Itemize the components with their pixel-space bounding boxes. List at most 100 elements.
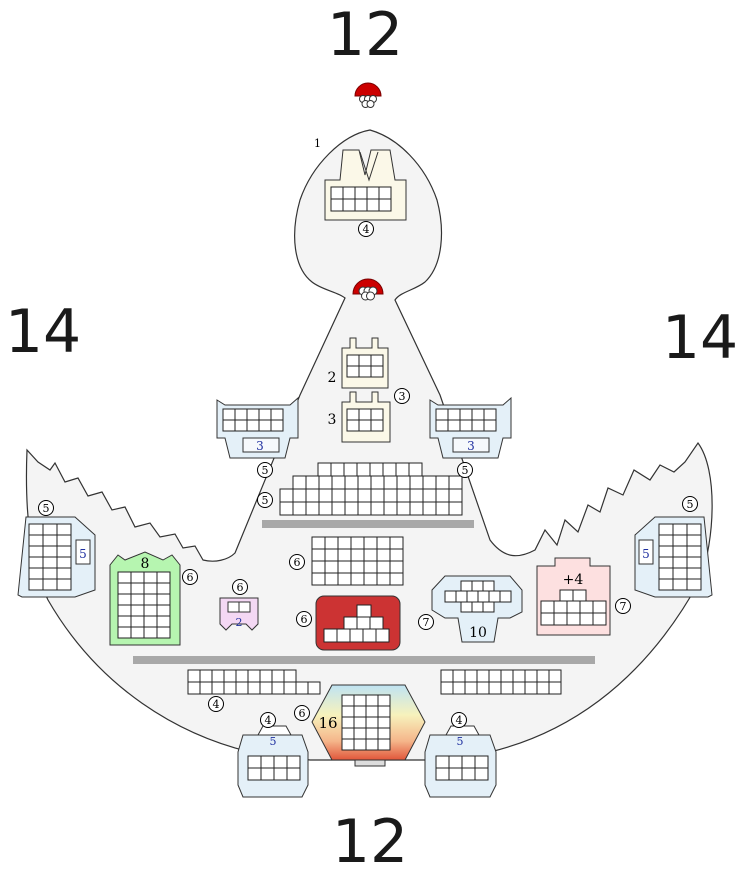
cell: [156, 626, 171, 639]
cell: [317, 462, 332, 477]
cell: [377, 705, 391, 718]
cell: [592, 600, 607, 614]
cell: [130, 615, 145, 628]
cell: [378, 198, 392, 212]
aft-left-label: 5: [270, 735, 277, 748]
circled-number: 5: [682, 496, 698, 512]
left-total: 14: [5, 297, 81, 367]
turret-right-label: 3: [467, 439, 475, 453]
cell: [260, 755, 275, 769]
cell: [365, 727, 379, 740]
cell: [28, 567, 44, 580]
cell: [353, 727, 367, 740]
cell: [247, 755, 262, 769]
cell: [409, 475, 424, 490]
cell: [471, 580, 484, 592]
cell: [323, 628, 338, 643]
cell: [311, 548, 326, 562]
cell: [447, 419, 461, 432]
cell: [358, 365, 372, 378]
cell: [672, 556, 688, 569]
cell: [343, 616, 358, 630]
cell: [460, 601, 473, 613]
cell: [259, 669, 273, 683]
cell: [389, 548, 404, 562]
svg-text:5: 5: [43, 502, 50, 515]
circled-number: 6: [294, 705, 310, 721]
cell: [459, 408, 473, 421]
cell: [444, 590, 457, 603]
cell: [488, 669, 502, 683]
aft-block-left: [237, 725, 309, 798]
cell: [337, 572, 352, 586]
cell: [572, 589, 587, 602]
cell: [471, 419, 485, 432]
cell: [343, 462, 358, 477]
svg-text:4: 4: [363, 223, 370, 236]
cell: [56, 523, 72, 536]
cell: [357, 501, 372, 516]
cell: [499, 590, 512, 603]
cell: [377, 738, 391, 751]
cell: [435, 419, 449, 432]
cell: [292, 475, 307, 490]
cell: [353, 738, 367, 751]
cell: [341, 727, 355, 740]
cell: [435, 501, 450, 516]
green-block: [109, 551, 181, 646]
purple-label: 2: [236, 616, 243, 629]
cell: [658, 545, 674, 558]
cell: [408, 462, 423, 477]
cell: [672, 523, 688, 536]
cell: [357, 475, 372, 490]
cell: [279, 488, 294, 503]
right-total: 14: [662, 303, 738, 373]
svg-text:6: 6: [237, 581, 244, 594]
cell: [500, 669, 514, 683]
cell: [56, 567, 72, 580]
cell: [383, 501, 398, 516]
cell: [130, 593, 145, 606]
cell: [476, 681, 490, 695]
cell: [658, 556, 674, 569]
cell: [448, 475, 463, 490]
cell: [271, 681, 285, 695]
cell: [258, 419, 272, 432]
pink-block: [536, 557, 611, 636]
cell: [466, 590, 479, 603]
cell: [292, 501, 307, 516]
cell: [341, 705, 355, 718]
cell: [42, 545, 58, 558]
cell: [337, 536, 352, 550]
cell: [686, 534, 702, 547]
cell: [305, 475, 320, 490]
tower-upper-label: 2: [328, 370, 337, 386]
cell: [396, 475, 411, 490]
wing-block-right: [634, 516, 713, 598]
svg-text:3: 3: [399, 390, 406, 403]
cell: [448, 755, 463, 769]
cell: [422, 475, 437, 490]
cell: [482, 580, 495, 592]
cell: [356, 604, 372, 618]
cell: [283, 669, 297, 683]
cell: [459, 419, 473, 432]
cell: [336, 628, 351, 643]
cell: [235, 681, 249, 695]
cell: [448, 501, 463, 516]
cell: [658, 523, 674, 536]
cell: [553, 612, 568, 626]
bow-label: 1: [314, 137, 321, 150]
cell: [389, 536, 404, 550]
cell: [331, 475, 346, 490]
cell: [365, 738, 379, 751]
cell: [362, 628, 377, 643]
cell: [435, 475, 450, 490]
cell: [375, 628, 390, 643]
circled-number: 6: [296, 611, 312, 627]
svg-text:4: 4: [456, 714, 463, 727]
cell: [222, 419, 236, 432]
cell: [247, 767, 262, 781]
cell: [344, 501, 359, 516]
tower-block-lower: [341, 391, 391, 443]
